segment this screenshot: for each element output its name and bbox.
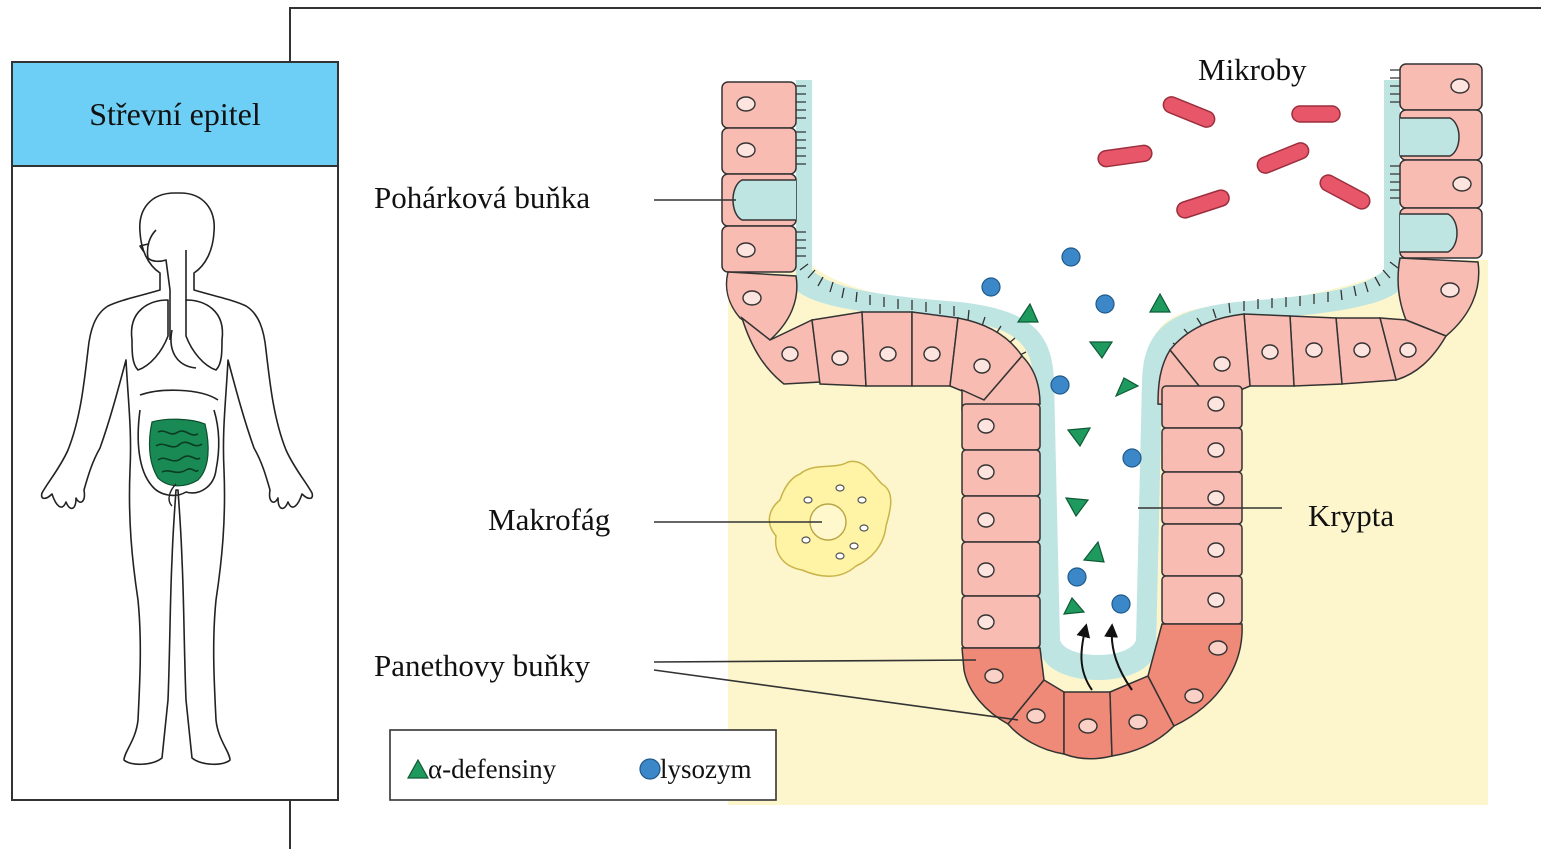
epithelium-right (1398, 64, 1482, 336)
lysozyme-legend-label: lysozym (660, 754, 752, 784)
panel-title: Střevní epitel (12, 62, 338, 166)
goblet-cell (733, 180, 796, 220)
microbes-label: Mikroby (1198, 52, 1307, 87)
macrophage-label: Makrofág (488, 502, 610, 537)
legend: α-defensiny lysozym (390, 730, 776, 800)
crypt-wall-right (1158, 350, 1242, 624)
paneth-cells-label: Panethovy buňky (374, 648, 591, 683)
lysozyme-legend-icon (640, 759, 660, 779)
crypt-wall-left (962, 356, 1040, 648)
defensin-legend-label: α-defensiny (428, 754, 557, 784)
goblet-cell-label: Pohárková buňka (374, 180, 590, 215)
crypt-label: Krypta (1308, 498, 1394, 533)
